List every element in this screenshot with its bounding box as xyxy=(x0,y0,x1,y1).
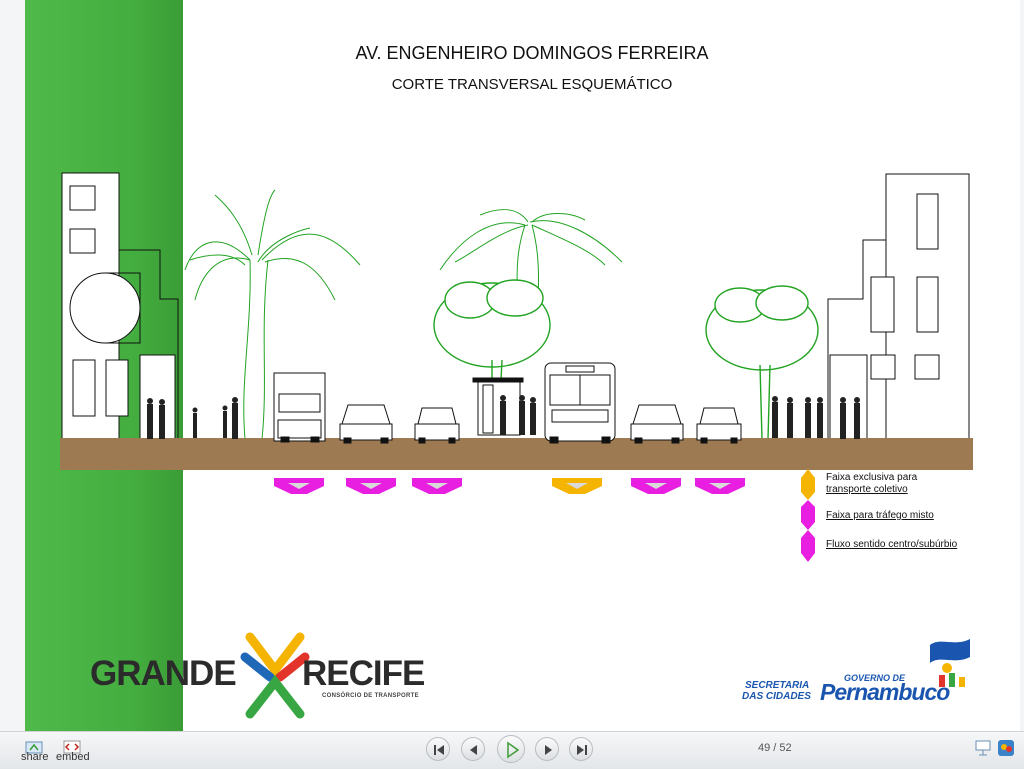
car-1 xyxy=(339,404,393,444)
legend-exclusive: Faixa exclusiva para transporte coletivo xyxy=(826,472,918,495)
legend-symbol-exclusive xyxy=(801,469,815,500)
legend-symbol-fluxo xyxy=(801,530,815,562)
grande-recife-logo: GRANDE RECIFE CONSÓRCIO DE TRANSPORTE xyxy=(90,632,430,722)
bushy-tree-right xyxy=(705,285,819,440)
bushy-tree-center xyxy=(433,279,551,401)
bus xyxy=(544,362,616,444)
lane-arrow-inner xyxy=(426,483,448,489)
share-icon[interactable] xyxy=(24,738,44,758)
secretaria-line2: DAS CIDADES xyxy=(742,691,811,702)
slide-right-margin xyxy=(1020,0,1024,731)
legend-misto: Faixa para tráfego misto xyxy=(826,510,934,521)
slide-subtitle: CORTE TRANSVERSAL ESQUEMÁTICO xyxy=(391,76,673,93)
pedestrians xyxy=(147,395,860,439)
player-toolbar: share embed 49 / 52 xyxy=(0,731,1024,769)
governo-line1: GOVERNO DE xyxy=(844,673,906,683)
road-surface xyxy=(60,438,973,470)
cross-section-illustration xyxy=(60,172,973,562)
governo-logo: SECRETARIA DAS CIDADES GOVERNO DE Pernam… xyxy=(740,635,980,715)
secretaria-line1: SECRETARIA xyxy=(745,680,810,691)
tall-tree-left xyxy=(184,189,361,440)
grande-recife-x-mark xyxy=(240,632,310,719)
next-slide-icon xyxy=(545,745,552,755)
play-button[interactable] xyxy=(497,735,525,763)
presenter-icon[interactable] xyxy=(973,738,993,758)
page-counter: 49 / 52 xyxy=(758,742,792,754)
car-4 xyxy=(696,407,742,444)
first-slide-button[interactable] xyxy=(426,737,450,761)
next-slide-button[interactable] xyxy=(535,737,559,761)
prev-slide-button[interactable] xyxy=(461,737,485,761)
right-building xyxy=(827,173,970,440)
car-3 xyxy=(630,404,684,444)
lane-arrow-inner xyxy=(709,483,731,489)
lane-arrow-inner xyxy=(360,483,382,489)
truck xyxy=(273,372,326,443)
play-icon xyxy=(507,741,520,759)
embed-icon[interactable] xyxy=(62,738,82,758)
governo-line2: Pernambuco xyxy=(820,679,950,705)
slide-canvas: AV. ENGENHEIRO DOMINGOS FERREIRA CORTE T… xyxy=(0,0,1024,731)
lane-arrow-inner xyxy=(645,483,667,489)
share-label[interactable]: share xyxy=(21,751,49,763)
last-slide-icon xyxy=(577,745,587,755)
grande-recife-logo-left: GRANDE xyxy=(90,654,237,693)
left-building xyxy=(61,172,179,440)
governo-emblem xyxy=(930,639,970,687)
lane-arrows xyxy=(274,478,745,494)
lane-arrow-inner xyxy=(288,483,310,489)
first-slide-icon xyxy=(434,745,444,755)
grande-recife-logo-sub: CONSÓRCIO DE TRANSPORTE xyxy=(322,693,419,699)
prev-slide-icon xyxy=(470,745,477,755)
lane-arrow-inner xyxy=(566,483,588,489)
slide-title: AV. ENGENHEIRO DOMINGOS FERREIRA xyxy=(355,43,709,63)
logo-icon[interactable] xyxy=(996,738,1016,758)
tall-tree-center xyxy=(439,209,623,301)
embed-label[interactable]: embed xyxy=(56,751,90,763)
bus-stop xyxy=(472,377,524,436)
last-slide-button[interactable] xyxy=(569,737,593,761)
grande-recife-logo-right: RECIFE xyxy=(302,654,425,693)
legend-fluxo: Fluxo sentido centro/subúrbio xyxy=(826,539,958,550)
car-2 xyxy=(414,407,460,444)
legend-symbol-misto xyxy=(801,500,815,530)
